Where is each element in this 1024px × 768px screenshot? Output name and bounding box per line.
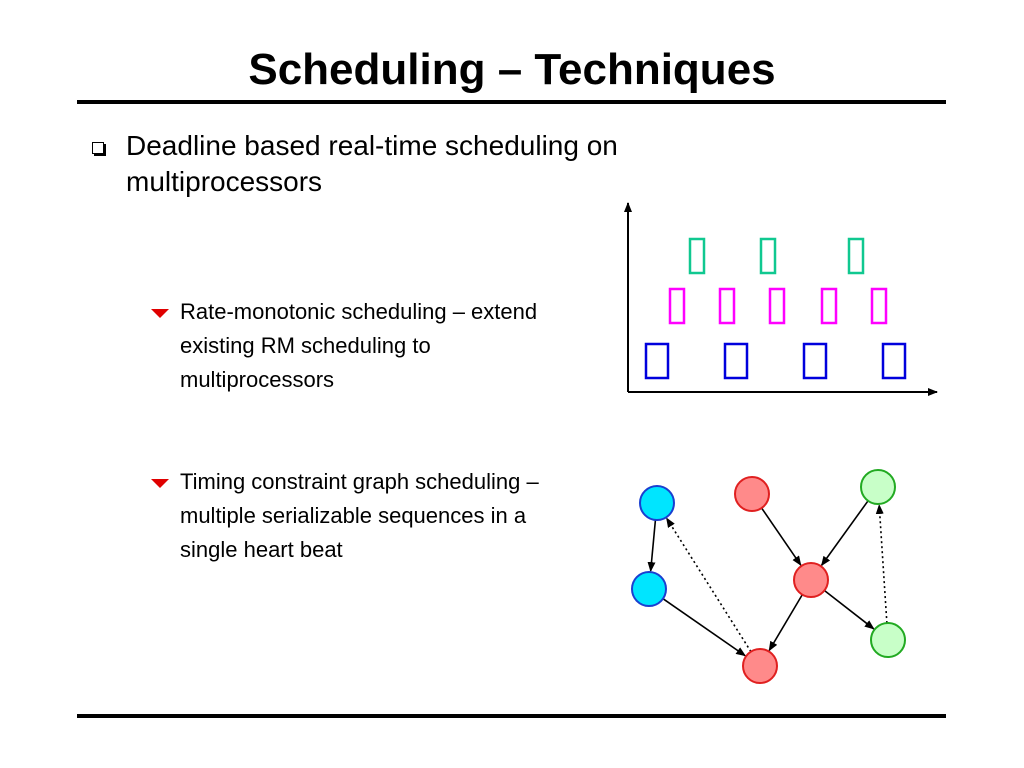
graph-node <box>793 562 829 598</box>
graph-node <box>734 476 770 512</box>
precedence-edge <box>662 598 747 657</box>
precedence-edge <box>647 519 657 573</box>
graph-node <box>870 622 906 658</box>
task-box <box>820 287 838 325</box>
task-box <box>644 342 670 380</box>
title-divider <box>77 100 946 104</box>
task-box <box>802 342 828 380</box>
square-bullet-icon <box>92 142 104 154</box>
precedence-edge <box>768 594 804 652</box>
subbullet-text: Rate-monotonic scheduling – extend exist… <box>180 299 538 392</box>
precedence-edge <box>823 589 875 630</box>
graph-node <box>742 648 778 684</box>
dotted-constraint-edge <box>665 517 752 653</box>
task-box <box>718 287 736 325</box>
dotted-constraint-edge <box>875 503 888 624</box>
precedence-edge <box>820 500 869 567</box>
task-box <box>759 237 777 275</box>
footer-divider <box>77 714 946 718</box>
graph-node <box>860 469 896 505</box>
graph-node <box>631 571 667 607</box>
task-box <box>688 237 706 275</box>
task-box <box>668 287 686 325</box>
task-box <box>870 287 888 325</box>
precedence-edge <box>760 507 802 566</box>
graph-node <box>639 485 675 521</box>
subbullet-text: Timing constraint graph scheduling – mul… <box>180 469 539 562</box>
red-triangle-bullet-icon <box>151 309 169 318</box>
bullet-l1-text: Deadline based real-time scheduling on m… <box>126 130 618 197</box>
red-triangle-bullet-icon <box>151 479 169 488</box>
rm-schedule-figure <box>624 202 938 396</box>
task-box <box>881 342 907 380</box>
task-box <box>723 342 749 380</box>
task-box <box>768 287 786 325</box>
slide-title: Scheduling – Techniques <box>248 45 776 94</box>
timing-constraint-graph <box>631 469 906 684</box>
task-box <box>847 237 865 275</box>
